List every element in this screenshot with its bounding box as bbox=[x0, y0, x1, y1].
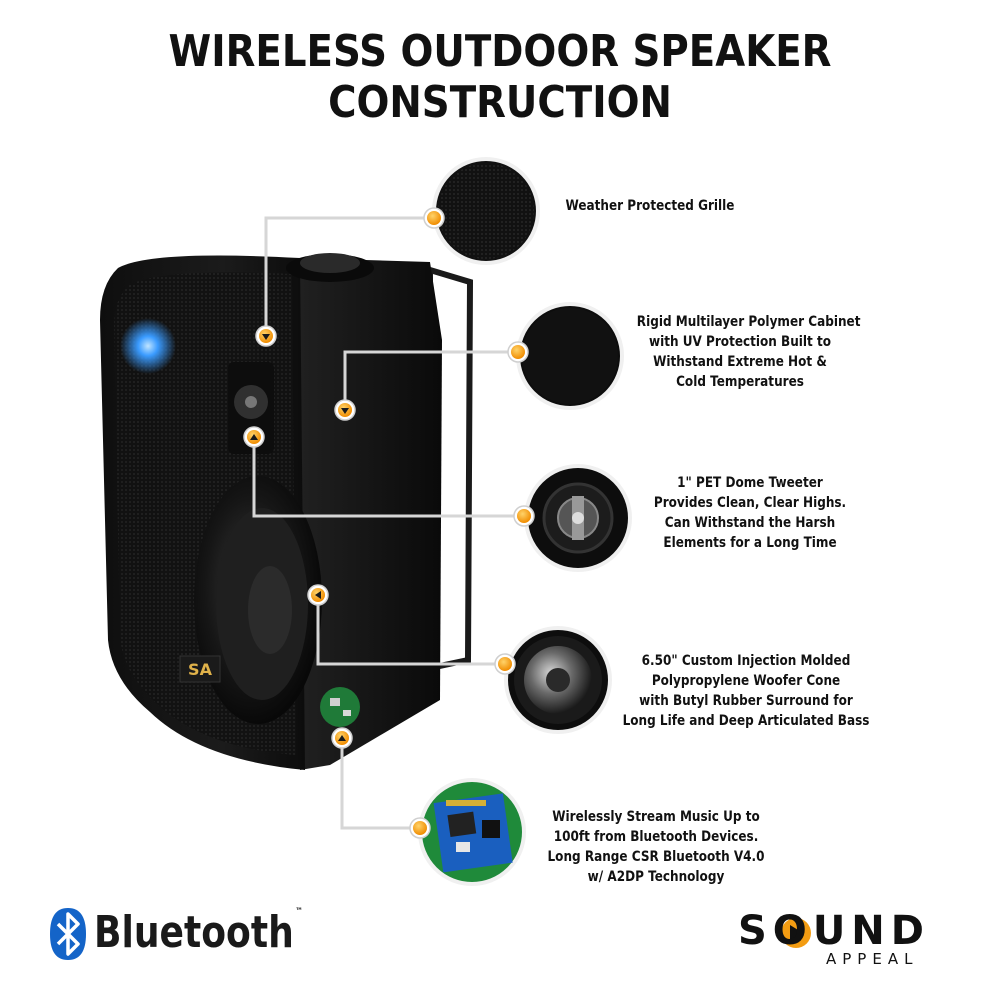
connector-woofer bbox=[316, 595, 505, 666]
cabinet-side bbox=[300, 258, 442, 770]
cabinet-badge-text: SA bbox=[188, 660, 213, 679]
callout-line: 1" PET Dome Tweeter bbox=[677, 475, 823, 491]
connector-lines bbox=[252, 216, 524, 830]
power-led bbox=[120, 318, 176, 374]
callout-bluetooth-circle bbox=[418, 778, 526, 886]
callout-line: Provides Clean, Clear Highs. bbox=[653, 495, 847, 511]
marker-bluetooth-dot bbox=[409, 817, 431, 839]
marker-grille-dot bbox=[423, 207, 445, 229]
marker-cabinet-arrow bbox=[334, 399, 356, 421]
callout-line: Rigid Multilayer Polymer Cabinet bbox=[636, 314, 861, 330]
callout-cabinet-text: Rigid Multilayer Polymer Cabinet with UV… bbox=[636, 312, 861, 392]
callout-bluetooth-text: Wirelessly Stream Music Up to 100ft from… bbox=[544, 807, 768, 887]
callout-line: Polypropylene Woofer Cone bbox=[651, 673, 841, 689]
brand-logo-sub: APPEAL bbox=[826, 950, 919, 968]
brand-logo-word: SOUND bbox=[738, 908, 930, 954]
sound-appeal-play-icon bbox=[781, 918, 811, 948]
bluetooth-tm: ™ bbox=[295, 907, 303, 917]
marker-woofer-dot bbox=[494, 653, 516, 675]
callout-tweeter-text: 1" PET Dome Tweeter Provides Clean, Clea… bbox=[647, 473, 853, 553]
speaker-body: SA bbox=[100, 253, 474, 771]
top-knob bbox=[300, 253, 360, 273]
markers bbox=[243, 207, 535, 839]
callout-line: Wirelessly Stream Music Up to bbox=[552, 809, 760, 825]
callout-line: Long Life and Deep Articulated Bass bbox=[622, 713, 870, 729]
callout-tweeter-circle bbox=[524, 464, 632, 572]
callout-woofer-text: 6.50" Custom Injection Molded Polypropyl… bbox=[617, 651, 875, 731]
marker-bluetooth-arrow bbox=[331, 727, 353, 749]
marker-cabinet-dot bbox=[507, 341, 529, 363]
connector-tweeter bbox=[252, 437, 524, 518]
callout-line: Elements for a Long Time bbox=[663, 535, 837, 551]
bluetooth-logo-icon bbox=[50, 908, 86, 960]
callout-woofer-circle bbox=[504, 626, 612, 734]
callout-line: with Butyl Rubber Surround for bbox=[639, 693, 853, 709]
marker-woofer-arrow bbox=[307, 584, 329, 606]
callout-grille-circle bbox=[432, 157, 540, 265]
callout-grille-text: Weather Protected Grille bbox=[555, 196, 744, 216]
bluetooth-word: Bluetooth bbox=[94, 907, 294, 958]
callout-line: Cold Temperatures bbox=[676, 374, 804, 390]
callout-line: 100ft from Bluetooth Devices. bbox=[553, 829, 759, 845]
cabinet-badge bbox=[179, 655, 221, 683]
callout-line: with UV Protection Built to bbox=[648, 334, 832, 350]
callout-line: Long Range CSR Bluetooth V4.0 bbox=[547, 849, 765, 865]
page-title: WIRELESS OUTDOOR SPEAKER CONSTRUCTION bbox=[168, 26, 832, 128]
marker-grille-arrow bbox=[255, 325, 277, 347]
callout-line: 6.50" Custom Injection Molded bbox=[641, 653, 851, 669]
tweeter-center bbox=[245, 396, 257, 408]
callout-cabinet-circle bbox=[516, 302, 624, 410]
connector-grille bbox=[264, 216, 434, 336]
connector-cabinet bbox=[343, 350, 518, 410]
marker-tweeter-arrow bbox=[243, 426, 265, 448]
callout-line: Weather Protected Grille bbox=[565, 198, 735, 214]
circuit-peek bbox=[320, 687, 360, 727]
callout-line: Can Withstand the Harsh bbox=[664, 515, 836, 531]
marker-tweeter-dot bbox=[513, 505, 535, 527]
callout-line: w/ A2DP Technology bbox=[587, 869, 725, 885]
callout-line: Withstand Extreme Hot & bbox=[653, 354, 827, 370]
woofer-dustcap bbox=[248, 566, 292, 654]
connector-bluetooth bbox=[340, 738, 420, 830]
